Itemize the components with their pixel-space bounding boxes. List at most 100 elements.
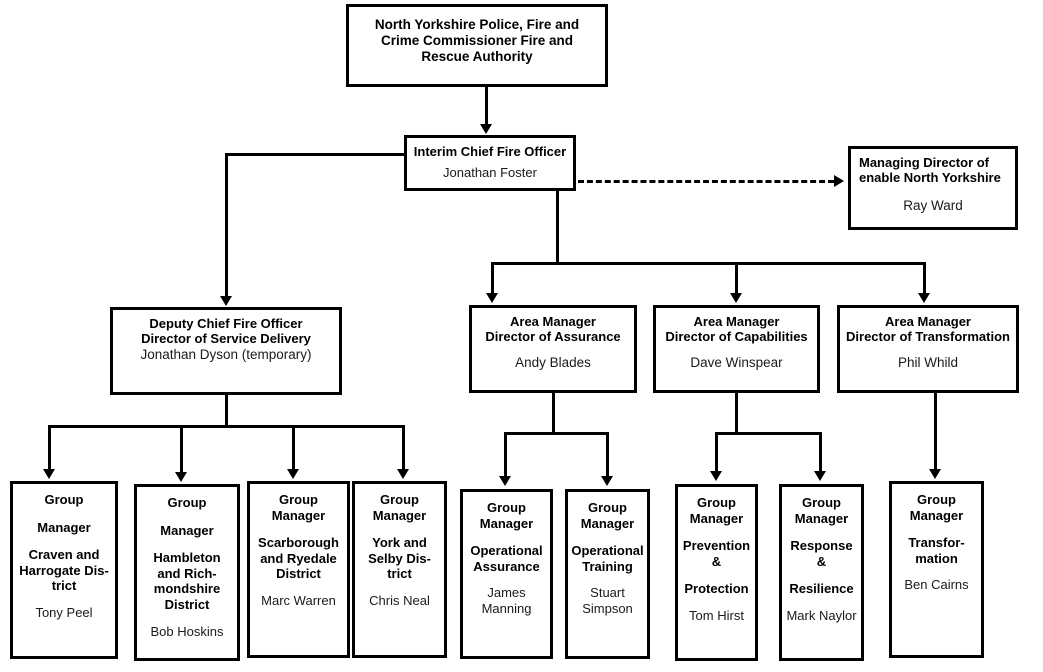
connector-dcfo-to-scarborough xyxy=(292,425,295,470)
connector-bus-to-capabilities xyxy=(735,262,738,295)
gm-role-line-1: Group xyxy=(697,495,736,510)
node-area-manager-transformation[interactable]: Area Manager Director of Transformation … xyxy=(837,305,1019,393)
gm-area-line-1: Craven and xyxy=(28,547,100,563)
connector-dcfo-to-hambleton xyxy=(180,425,183,473)
gm-role-line-1: Group xyxy=(588,500,627,515)
gm-role-line-1: Group xyxy=(44,492,84,507)
node-person: Jonathan Dyson (temporary) xyxy=(140,346,312,362)
node-area-manager-capabilities[interactable]: Area Manager Director of Capabilities Da… xyxy=(653,305,820,393)
gm-area-line-4: District xyxy=(164,596,210,612)
connector-bus-to-assurance xyxy=(491,262,494,295)
node-person: Andy Blades xyxy=(515,354,591,370)
gm-role-line-2: Manager xyxy=(909,507,964,523)
connector-transformation-to-gm xyxy=(934,393,937,470)
arrow-capabilities-to-response xyxy=(814,471,826,481)
node-title: Interim Chief Fire Officer xyxy=(413,144,567,159)
connector-assurance-to-op-assurance xyxy=(504,432,507,477)
arrow-authority-to-icfo xyxy=(480,124,492,134)
gm-person-line-2: Simpson xyxy=(582,600,633,616)
gm-area-line-3: District xyxy=(276,566,321,582)
node-person: Jonathan Foster xyxy=(443,165,537,181)
gm-role-line-2: Manager xyxy=(580,515,635,531)
node-group-manager-response-resilience[interactable]: Group Manager Response & Resilience Mark… xyxy=(779,484,864,661)
arrow-bus-to-transformation xyxy=(918,293,930,303)
node-group-manager-prevention-protection[interactable]: Group Manager Prevention & Protection To… xyxy=(675,484,758,661)
node-group-manager-craven-harrogate[interactable]: Group Manager Craven and Harrogate Dis- … xyxy=(10,481,118,659)
node-title: Managing Director of enable North Yorksh… xyxy=(859,155,1001,186)
gm-person: Mark Naylor xyxy=(786,607,857,623)
node-group-manager-operational-assurance[interactable]: Group Manager Operational Assurance Jame… xyxy=(460,489,553,659)
connector-capabilities-down-stem xyxy=(735,393,738,434)
node-group-manager-hambleton-richmondshire[interactable]: Group Manager Hambleton and Rich- mondsh… xyxy=(134,484,240,661)
gm-person: Tom Hirst xyxy=(689,607,744,623)
node-group-manager-york-selby[interactable]: Group Manager York and Selby Dis- trict … xyxy=(352,481,447,658)
gm-person: Tony Peel xyxy=(35,604,93,620)
arrow-transformation-to-gm xyxy=(929,469,941,479)
gm-area-line-1: Prevention & xyxy=(682,538,751,569)
connector-bus-to-transformation xyxy=(923,262,926,295)
gm-person: Chris Neal xyxy=(369,592,430,608)
node-title: North Yorkshire Police, Fire and Crime C… xyxy=(374,17,580,64)
connector-icfo-down-stem xyxy=(556,191,559,262)
connector-capabilities-bus xyxy=(715,432,822,435)
gm-role-line-2: Manager xyxy=(160,522,214,538)
gm-role-line-2: Manager xyxy=(479,515,534,531)
connector-assurance-to-op-training xyxy=(606,432,609,477)
connector-assurance-down-stem xyxy=(552,393,555,434)
connector-icfo-left-horizontal xyxy=(225,153,405,156)
gm-area-line-3: mondshire xyxy=(153,581,221,597)
gm-area-line-1: Scarborough xyxy=(258,535,339,551)
gm-person-line-1: James xyxy=(487,585,526,601)
gm-person: Ben Cairns xyxy=(904,577,969,593)
gm-area-line-2: Harrogate Dis- xyxy=(19,562,109,578)
node-group-manager-transformation[interactable]: Group Manager Transfor- mation Ben Cairn… xyxy=(889,481,984,658)
gm-role-line-1: Group xyxy=(279,492,318,507)
node-title-line-1: Deputy Chief Fire Officer xyxy=(149,316,303,331)
gm-role-line-2: Manager xyxy=(37,519,91,535)
arrow-bus-to-capabilities xyxy=(730,293,742,303)
connector-dcfo-bus xyxy=(48,425,405,428)
gm-area-line-1: Operational xyxy=(571,543,644,559)
gm-role-line-1: Group xyxy=(487,500,526,515)
connector-capabilities-to-prevention xyxy=(715,432,718,472)
node-title-line-1: Area Manager xyxy=(510,314,596,329)
connector-icfo-left-vertical xyxy=(225,153,228,298)
arrow-icfo-to-dcfo xyxy=(220,296,232,306)
gm-area-line-1: Response & xyxy=(790,538,853,569)
gm-role-line-1: Group xyxy=(802,495,841,510)
node-group-manager-scarborough-ryedale[interactable]: Group Manager Scarborough and Ryedale Di… xyxy=(247,481,350,658)
node-title-line-2: Director of Assurance xyxy=(485,329,621,345)
gm-role-line-2: Manager xyxy=(372,507,427,523)
gm-role-line-2: Manager xyxy=(689,510,744,526)
node-deputy-chief-fire-officer[interactable]: Deputy Chief Fire Officer Director of Se… xyxy=(110,307,342,395)
gm-role-line-1: Group xyxy=(167,495,207,510)
gm-area-line-1: Hambleton xyxy=(153,550,221,566)
gm-area-line-1: York and xyxy=(372,535,427,551)
connector-dcfo-down-stem xyxy=(225,395,228,428)
arrow-bus-to-assurance xyxy=(486,293,498,303)
gm-role-line-1: Group xyxy=(917,492,956,507)
node-group-manager-operational-training[interactable]: Group Manager Operational Training Stuar… xyxy=(565,489,650,659)
node-title-line-2: Director of Capabilities xyxy=(665,329,808,345)
node-interim-chief-fire-officer[interactable]: Interim Chief Fire Officer Jonathan Fost… xyxy=(404,135,576,191)
arrow-dcfo-to-scarborough xyxy=(287,469,299,479)
arrow-icfo-to-managing-director xyxy=(834,175,844,187)
connector-area-manager-bus xyxy=(491,262,926,265)
gm-area-line-2: mation xyxy=(915,550,958,566)
gm-area-line-2: and Ryedale xyxy=(260,550,337,566)
node-person: Dave Winspear xyxy=(690,354,783,370)
connector-authority-to-icfo xyxy=(485,87,488,125)
gm-area-line-2: Resilience xyxy=(789,581,854,597)
gm-role-line-1: Group xyxy=(380,492,419,507)
node-managing-director-enable[interactable]: Managing Director of enable North Yorksh… xyxy=(848,146,1018,230)
node-title-line-1: Area Manager xyxy=(693,314,780,329)
gm-area-line-2: Protection xyxy=(684,581,749,597)
node-fire-and-rescue-authority[interactable]: North Yorkshire Police, Fire and Crime C… xyxy=(346,4,608,87)
node-area-manager-assurance[interactable]: Area Manager Director of Assurance Andy … xyxy=(469,305,637,393)
arrow-capabilities-to-prevention xyxy=(710,471,722,481)
connector-capabilities-to-response xyxy=(819,432,822,472)
gm-area-line-2: Assurance xyxy=(473,558,540,574)
node-person: Ray Ward xyxy=(903,197,963,213)
arrow-dcfo-to-craven xyxy=(43,469,55,479)
